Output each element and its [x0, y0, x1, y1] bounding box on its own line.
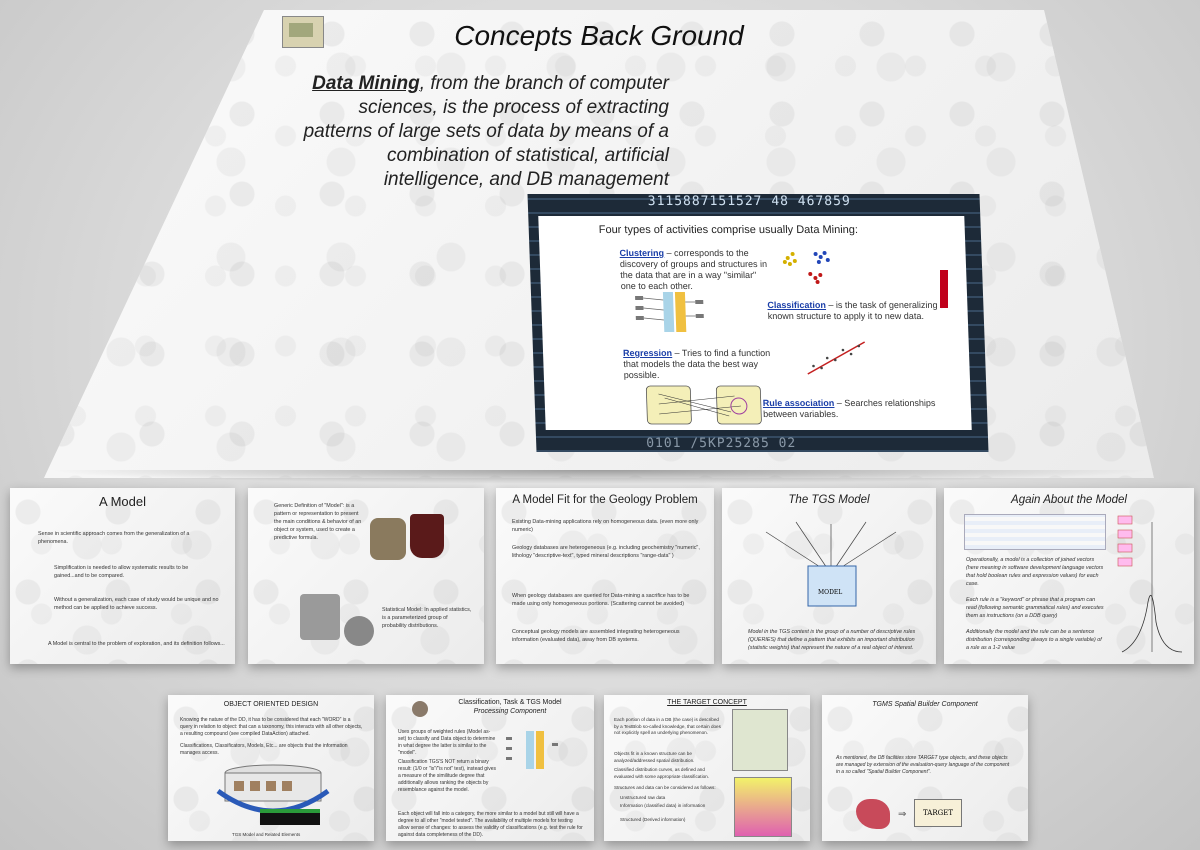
classification-diagram-thumb: [506, 731, 558, 769]
hex-grid-image: [300, 594, 340, 640]
regression-item: Regression – Tries to find a function th…: [623, 348, 774, 381]
intro-term: Data Mining: [312, 73, 420, 94]
shape-image: [856, 799, 890, 829]
thumb-text: Structures and data can be considered as…: [614, 785, 716, 790]
slide-thumbnail-geology-model[interactable]: A Model Fit for the Geology Problem Exis…: [496, 488, 714, 664]
slide-thumbnail-a-model[interactable]: A Model Sense in scientific approach com…: [10, 488, 235, 664]
thumb-title: Again About the Model: [1011, 494, 1127, 506]
thumb-text: Model in the TGS context is the group of…: [748, 629, 916, 651]
thumb-list-item: Structured (Derived information): [620, 817, 686, 822]
classification-item: Classification – is the task of generali…: [767, 300, 948, 322]
thumb-text: Uses groups of weighted rules (Model as-…: [398, 729, 496, 756]
thumb-text: As mentioned, the DB facilities store TA…: [836, 755, 1010, 775]
thumb-bullet: Sense in scientific approach comes from …: [38, 531, 190, 545]
classification-term: Classification: [767, 300, 827, 310]
slide-thumbnail-spatial-builder[interactable]: TGMS Spatial Builder Component As mentio…: [822, 695, 1028, 841]
target-box: TARGET: [914, 799, 962, 827]
thumb-title: The TGS Model: [788, 494, 870, 506]
slide-title: Concepts Back Ground: [454, 20, 744, 51]
distribution-chart-image: [1117, 515, 1183, 653]
thumb-text: Each portion of data in a DB (the case) …: [614, 717, 721, 735]
regression-term: Regression: [622, 348, 673, 358]
slide-thumbnail-again-model[interactable]: Again About the Model Operationally, a m…: [944, 488, 1194, 664]
target-zone-image: [734, 777, 792, 837]
thumb-text: Objects fit in a known structure can be …: [614, 751, 695, 763]
thumb-bullet: A Model is central to the problem of exp…: [48, 641, 225, 647]
thumb-text: Additionally the model and the rule can …: [966, 629, 1102, 651]
classification-diagram-icon: [635, 292, 704, 332]
slide-thumbnail-classification-task[interactable]: Classification, Task & TGS Model Process…: [386, 695, 594, 841]
slide-thumbnail-target-concept[interactable]: THE TARGET CONCEPT Each portion of data …: [604, 695, 810, 841]
thumb-text: Knowing the nature of the DD, it has to …: [180, 717, 363, 737]
thumb-bullet: When geology databases are queried for D…: [512, 593, 690, 607]
slide-thumbnail-object-oriented-design[interactable]: OBJECT ORIENTED DESIGN Knowing the natur…: [168, 695, 374, 841]
number-strip-top: 3115887151527 48 467859: [647, 194, 852, 209]
thumb-text: Generic Definition of "Model": is a patt…: [274, 503, 362, 541]
thumb-bullet: Simplification is needed to allow system…: [54, 565, 189, 579]
thumb-title: A Model Fit for the Geology Problem: [512, 494, 698, 506]
clustering-scatter-icon: [782, 251, 830, 284]
regression-line-icon: [807, 341, 866, 375]
thumb-title: OBJECT ORIENTED DESIGN: [223, 701, 319, 708]
thumb-subtitle: Processing Component: [473, 708, 547, 715]
thumb-text: Each rule is a "keyword" or phrase that …: [966, 597, 1104, 619]
activities-card: Four types of activities comprise usuall…: [538, 216, 972, 430]
clustering-item: Clustering – corresponds to the discover…: [619, 248, 771, 292]
slide-logo-image: [282, 16, 324, 48]
gears-icon: [412, 701, 428, 717]
arrow-right-icon: ⇒: [898, 809, 907, 820]
main-slide-shadow: [44, 470, 1154, 484]
model-box-label: MODEL: [818, 589, 843, 596]
target-map-image: [732, 709, 788, 771]
teapot-image: [370, 518, 406, 560]
ood-cylinder-diagram: [216, 764, 330, 825]
slide-thumbnail-tgs-model[interactable]: The TGS Model MODEL Model in the TGS con…: [722, 488, 936, 664]
activities-heading: Four types of activities comprise usuall…: [598, 224, 859, 236]
rule-association-term: Rule association: [762, 398, 835, 408]
thumb-bullet: Without a generalization, each case of s…: [54, 597, 219, 611]
mug-image: [410, 514, 444, 558]
thumb-list-item: Information (classified data) in informa…: [620, 803, 706, 808]
thumb-text: Each object will fall into a category, t…: [398, 811, 583, 838]
thumb-title: THE TARGET CONCEPT: [667, 699, 747, 706]
thumb-text: Classified distribution curves, as defin…: [614, 767, 709, 779]
number-strip-bottom: 0101 /5KP25285 02: [645, 436, 797, 451]
thumb-title: A Model: [99, 494, 146, 509]
clustering-term: Clustering: [619, 248, 665, 258]
thumb-text: Operationally, a model is a collection o…: [966, 557, 1104, 587]
data-mining-image-panel: 3115887151527 48 467859 Four types of ac…: [527, 194, 989, 452]
thumb-caption: TGS Model and Related Elements: [232, 832, 301, 837]
thumb-bullet: Conceptual geology models are assembled …: [512, 629, 680, 643]
intro-text: , from the branch of computer sciences, …: [303, 73, 669, 190]
rules-table-image: [964, 514, 1106, 550]
slide-thumbnail-model-definition[interactable]: Generic Definition of "Model": is a patt…: [248, 488, 484, 664]
model-diagram: [765, 521, 897, 607]
main-slide[interactable]: Concepts Back Ground Data Mining, from t…: [44, 10, 1154, 478]
intro-paragraph: Data Mining, from the branch of computer…: [299, 72, 669, 192]
thumb-title: Classification, Task & TGS Model: [458, 699, 562, 706]
circles-image: [344, 616, 374, 646]
thumb-text: Classification TGS'S NOT return a binary…: [398, 759, 496, 793]
red-edge-marker: [940, 270, 948, 308]
thumb-bullet: Existing Data-mining applications rely o…: [512, 519, 699, 533]
thumb-text: Statistical Model: In applied statistics…: [382, 607, 472, 629]
thumb-title: TGMS Spatial Builder Component: [872, 701, 978, 708]
rule-association-item: Rule association – Searches relationship…: [763, 398, 954, 420]
rule-association-diagram-icon: [645, 385, 762, 425]
thumb-text: Classifications, Classificators, Models,…: [180, 743, 348, 756]
thumb-list-item: Unstructured raw data: [620, 795, 666, 800]
thumb-bullet: Geology databases are heterogeneous (e.g…: [512, 545, 700, 559]
